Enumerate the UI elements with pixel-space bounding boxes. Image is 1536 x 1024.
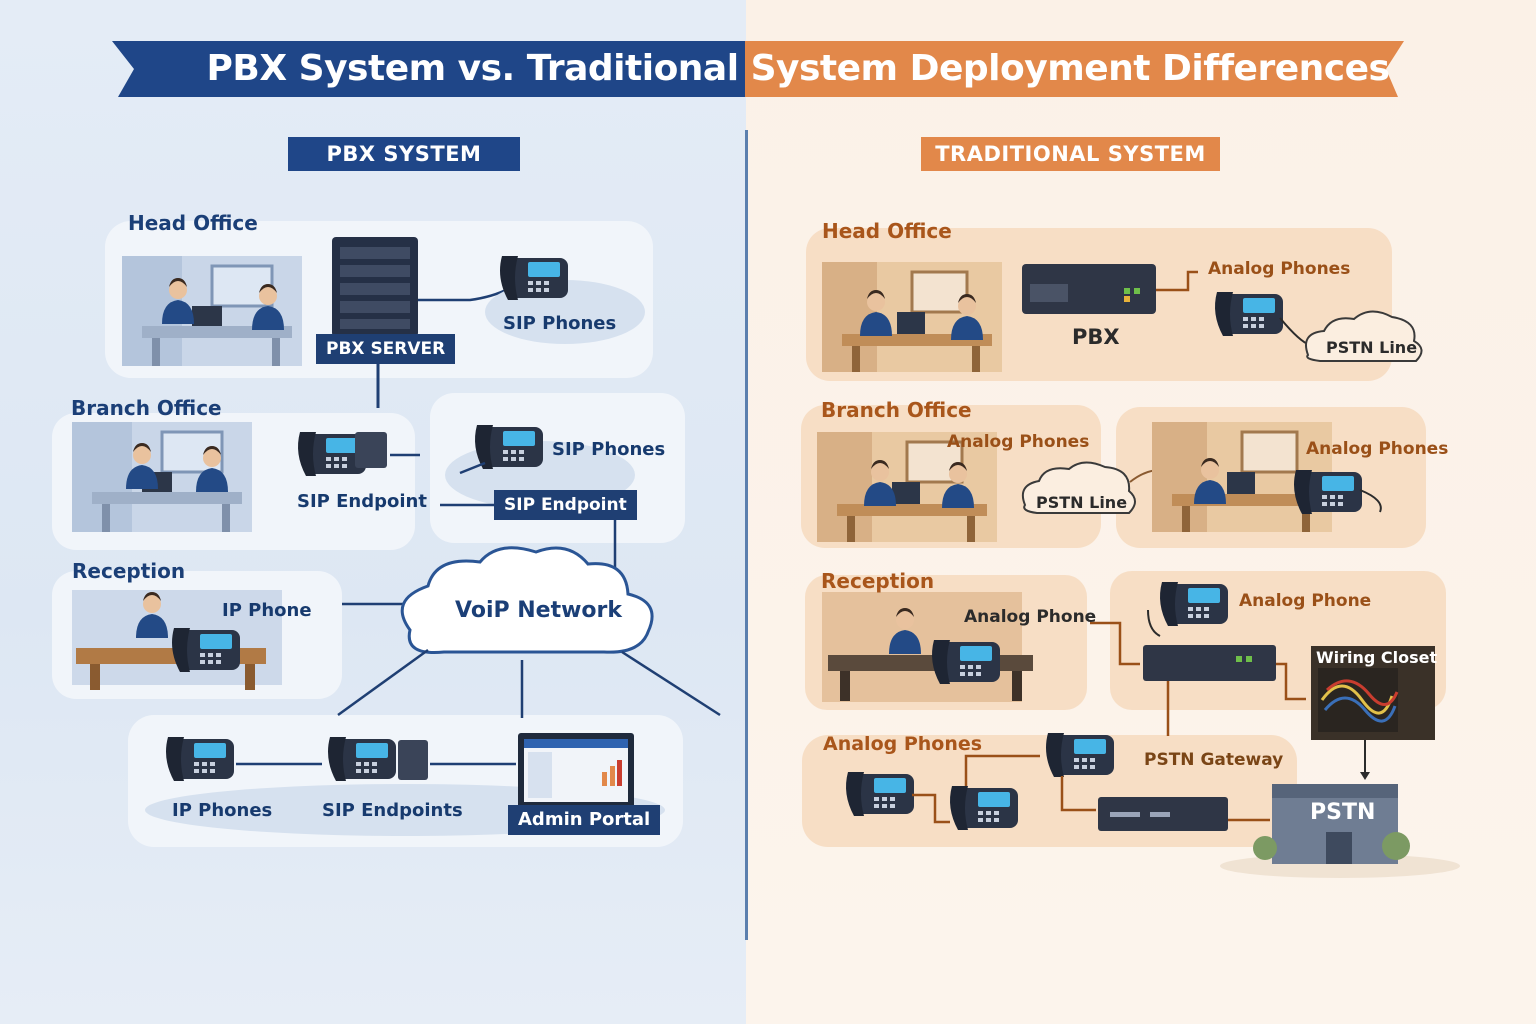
pbx-bottom-ip-phones-label: IP Phones bbox=[172, 800, 273, 821]
trad-head-analog-phones-label: Analog Phones bbox=[1208, 259, 1351, 279]
pbx-head-office-title: Head Office bbox=[128, 211, 258, 235]
trad-head-office-title: Head Office bbox=[822, 219, 952, 243]
page-title: PBX System vs. Traditional System Deploy… bbox=[206, 48, 1390, 89]
trad-pbx-label: PBX bbox=[1072, 325, 1120, 349]
wiring-closet-label: Wiring Closet bbox=[1316, 648, 1438, 667]
pbx-branch-sip-endpoint-label: SIP Endpoint bbox=[297, 491, 427, 512]
pbx-branch-office-title: Branch Office bbox=[71, 396, 222, 420]
pbx-reception-ip-phone-label: IP Phone bbox=[222, 600, 312, 621]
pbx-reception-title: Reception bbox=[72, 559, 186, 583]
trad-reception-analog-phone-label: Analog Phone bbox=[964, 607, 1097, 627]
admin-portal-label: Admin Portal bbox=[508, 805, 661, 835]
trad-branch-pstn-line-label: PSTN Line bbox=[1036, 493, 1128, 512]
trad-branch-analog-phones-label-2: Analog Phones bbox=[1306, 439, 1449, 459]
pbx-bottom-sip-endpoints-label: SIP Endpoints bbox=[322, 800, 463, 821]
trad-bottom-analog-phones-title: Analog Phones bbox=[823, 733, 983, 755]
pbx-system-header: PBX SYSTEM bbox=[326, 142, 482, 166]
traditional-system-header: TRADITIONAL SYSTEM bbox=[935, 142, 1206, 166]
pbx-branch-sip-endpoint-badge: SIP Endpoint bbox=[494, 490, 637, 520]
trad-branch-analog-phones-label-1: Analog Phones bbox=[947, 432, 1090, 452]
trad-head-pstn-line-label: PSTN Line bbox=[1326, 338, 1418, 357]
pbx-branch-sip-phones-label: SIP Phones bbox=[552, 439, 666, 460]
trad-branch-office-title: Branch Office bbox=[821, 398, 972, 422]
pbx-server-label: PBX SERVER bbox=[316, 334, 456, 364]
trad-reception-title: Reception bbox=[821, 569, 935, 593]
trad-reception-analog-phone-label-2: Analog Phone bbox=[1239, 591, 1372, 611]
pbx-head-sip-phones-label: SIP Phones bbox=[503, 313, 617, 334]
center-divider bbox=[745, 130, 748, 940]
pstn-gateway-label: PSTN Gateway bbox=[1144, 750, 1284, 770]
pstn-building-label: PSTN bbox=[1310, 800, 1376, 825]
voip-network-label: VoiP Network bbox=[455, 598, 623, 623]
